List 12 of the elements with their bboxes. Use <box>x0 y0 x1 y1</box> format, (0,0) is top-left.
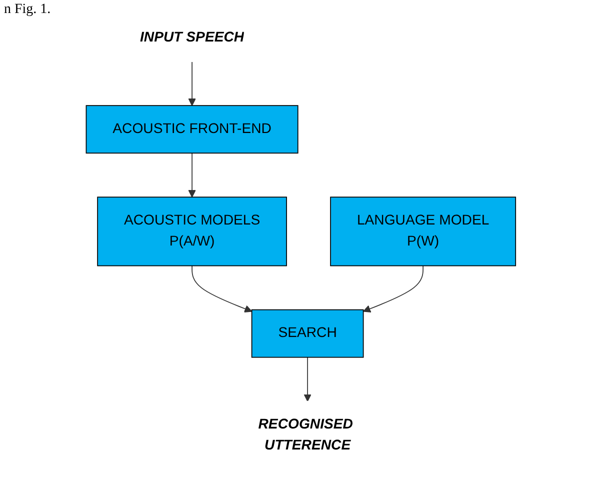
arrow <box>188 61 196 106</box>
arrow <box>303 356 311 402</box>
arrow <box>191 265 252 312</box>
arrow <box>188 152 196 198</box>
node-box: ACOUSTIC MODELS P(A/W) <box>96 196 287 266</box>
node-text: INPUT SPEECH <box>140 30 244 45</box>
node-box: LANGUAGE MODEL P(W) <box>330 196 516 266</box>
node-text: RECOGNISED UTTERENCE <box>258 417 353 454</box>
arrow <box>362 265 424 312</box>
node-box: SEARCH <box>250 309 364 358</box>
figure-reference: n Fig. 1. <box>4 2 51 18</box>
node-box: ACOUSTIC FRONT-END <box>85 105 298 154</box>
